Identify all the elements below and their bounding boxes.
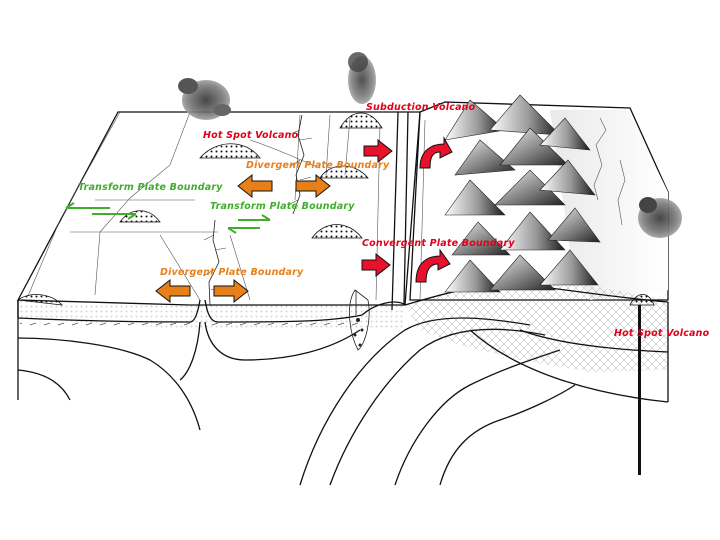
seamount-2: [311, 224, 363, 239]
convergent-arrows-upper: [363, 136, 453, 169]
label-transform-left: Transform Plate Boundary: [78, 182, 223, 193]
subduction-volcano: [339, 52, 383, 129]
convergent-arrows-lower: [361, 248, 451, 283]
label-hot-spot-volcano-ocean: Hot Spot Volcano: [203, 130, 299, 141]
transform-arrows-center: [227, 214, 271, 234]
mid-ocean-ridge: [202, 114, 313, 306]
label-transform-center: Transform Plate Boundary: [210, 201, 355, 212]
divergent-arrows-lower: [155, 278, 249, 304]
continent: [404, 101, 669, 403]
label-divergent-upper: Divergent Plate Boundary: [246, 160, 390, 171]
hot-spot-volcano-ocean: [199, 143, 261, 159]
ocean-plate-surface: [16, 111, 421, 306]
seamount-3: [119, 210, 161, 223]
label-subduction-volcano: Subduction Volcano: [366, 102, 476, 113]
seamount-1: [319, 165, 369, 179]
divergent-arrows-upper: [237, 173, 331, 199]
cross-section: [17, 299, 405, 431]
transform-arrows-left: [65, 202, 137, 220]
label-hot-spot-volcano-continent: Hot Spot Volcano: [614, 328, 710, 339]
island-left: [16, 294, 64, 306]
label-divergent-lower: Divergent Plate Boundary: [160, 267, 304, 278]
smoke-plume-ocean: [178, 78, 231, 120]
label-convergent-boundary: Convergent Plate Boundary: [362, 238, 515, 249]
hot-spot-volcano-continent: [629, 197, 682, 475]
mountain-range: [444, 94, 601, 293]
